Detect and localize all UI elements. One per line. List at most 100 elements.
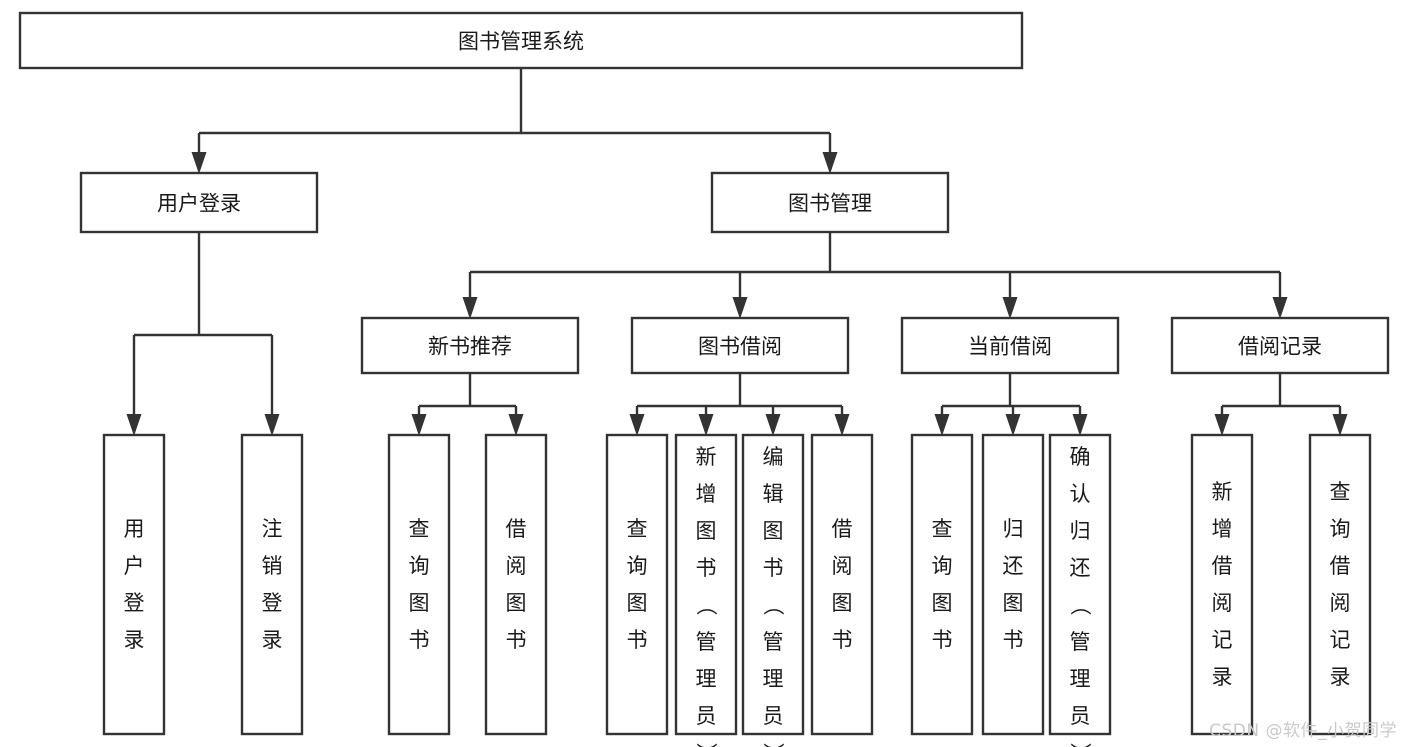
svg-text:管: 管 (763, 630, 784, 654)
svg-text:户: 户 (124, 554, 145, 578)
svg-text:（: （ (694, 595, 718, 616)
svg-text:借: 借 (1212, 554, 1233, 578)
node-label: 图书管理 (788, 192, 872, 216)
connector-group (191, 68, 838, 174)
svg-text:借: 借 (506, 517, 527, 541)
node-box (1190, 433, 1254, 736)
svg-text:）: ） (761, 743, 785, 747)
svg-text:注: 注 (262, 517, 283, 541)
svg-text:借: 借 (832, 517, 853, 541)
node-borrow-record[interactable]: 借阅记录 (1170, 316, 1390, 375)
svg-text:书: 书 (409, 628, 430, 652)
node-user-login[interactable]: 用户登录 (79, 171, 319, 234)
node-book-management[interactable]: 图书管理 (710, 171, 950, 234)
nodes-layer: 图书管理系统用户登录图书管理新书推荐图书借阅当前借阅借阅记录用户登录注销登录查询… (18, 11, 1390, 747)
node-box (484, 433, 548, 736)
watermark-text: CSDN @软件_小贺同学 (1209, 721, 1397, 741)
svg-text:图: 图 (1003, 591, 1024, 615)
svg-text:录: 录 (1212, 665, 1233, 689)
svg-text:录: 录 (262, 628, 283, 652)
node-box (102, 433, 166, 736)
svg-text:增: 增 (696, 482, 717, 506)
node-box (810, 433, 874, 736)
node-label: 用户登录 (157, 192, 241, 216)
svg-text:员: 员 (763, 704, 784, 728)
node-box (741, 433, 805, 736)
node-root[interactable]: 图书管理系统 (18, 11, 1024, 70)
node-label: 图书借阅 (698, 335, 782, 359)
node-current-borrow[interactable]: 当前借阅 (900, 316, 1120, 375)
node-new-book-recommend[interactable]: 新书推荐 (360, 316, 580, 375)
svg-text:书: 书 (1003, 628, 1024, 652)
connector-group (1214, 373, 1348, 436)
svg-text:新: 新 (1212, 480, 1233, 504)
node-box (360, 316, 580, 375)
node-leaf-user-login[interactable]: 用户登录 (102, 433, 166, 736)
svg-text:图: 图 (763, 519, 784, 543)
svg-text:查: 查 (627, 517, 648, 541)
svg-text:询: 询 (627, 554, 648, 578)
svg-text:新: 新 (696, 445, 717, 469)
svg-text:录: 录 (1330, 665, 1351, 689)
svg-text:编: 编 (763, 445, 784, 469)
svg-text:图: 图 (696, 519, 717, 543)
svg-text:辑: 辑 (763, 482, 784, 506)
node-box (1308, 433, 1372, 736)
svg-text:图: 图 (932, 591, 953, 615)
connector-group (126, 232, 280, 436)
svg-text:询: 询 (932, 554, 953, 578)
svg-text:图: 图 (506, 591, 527, 615)
node-box (630, 316, 850, 375)
svg-text:书: 书 (627, 628, 648, 652)
svg-text:询: 询 (409, 554, 430, 578)
node-box (240, 433, 304, 736)
svg-text:员: 员 (696, 704, 717, 728)
svg-text:理: 理 (696, 667, 717, 691)
svg-text:记: 记 (1330, 628, 1351, 652)
svg-text:管: 管 (696, 630, 717, 654)
node-box (674, 433, 738, 736)
node-box (18, 11, 1024, 70)
connectors-layer (126, 68, 1348, 436)
svg-text:阅: 阅 (1212, 591, 1233, 615)
svg-text:书: 书 (763, 556, 784, 580)
node-box (910, 433, 974, 736)
node-box (1048, 433, 1112, 736)
svg-text:增: 增 (1212, 517, 1233, 541)
svg-text:用: 用 (124, 517, 145, 541)
node-label: 图书管理系统 (458, 30, 584, 54)
node-label: 当前借阅 (968, 335, 1052, 359)
node-box (387, 433, 451, 736)
svg-text:图: 图 (409, 591, 430, 615)
svg-text:阅: 阅 (506, 554, 527, 578)
svg-text:查: 查 (1330, 480, 1351, 504)
connector-group (462, 232, 1288, 319)
node-book-borrow[interactable]: 图书借阅 (630, 316, 850, 375)
svg-text:书: 书 (506, 628, 527, 652)
svg-text:还: 还 (1070, 556, 1091, 580)
node-label: 借阅记录 (1238, 335, 1322, 359)
svg-text:）: ） (1068, 743, 1092, 747)
node-box (1170, 316, 1390, 375)
